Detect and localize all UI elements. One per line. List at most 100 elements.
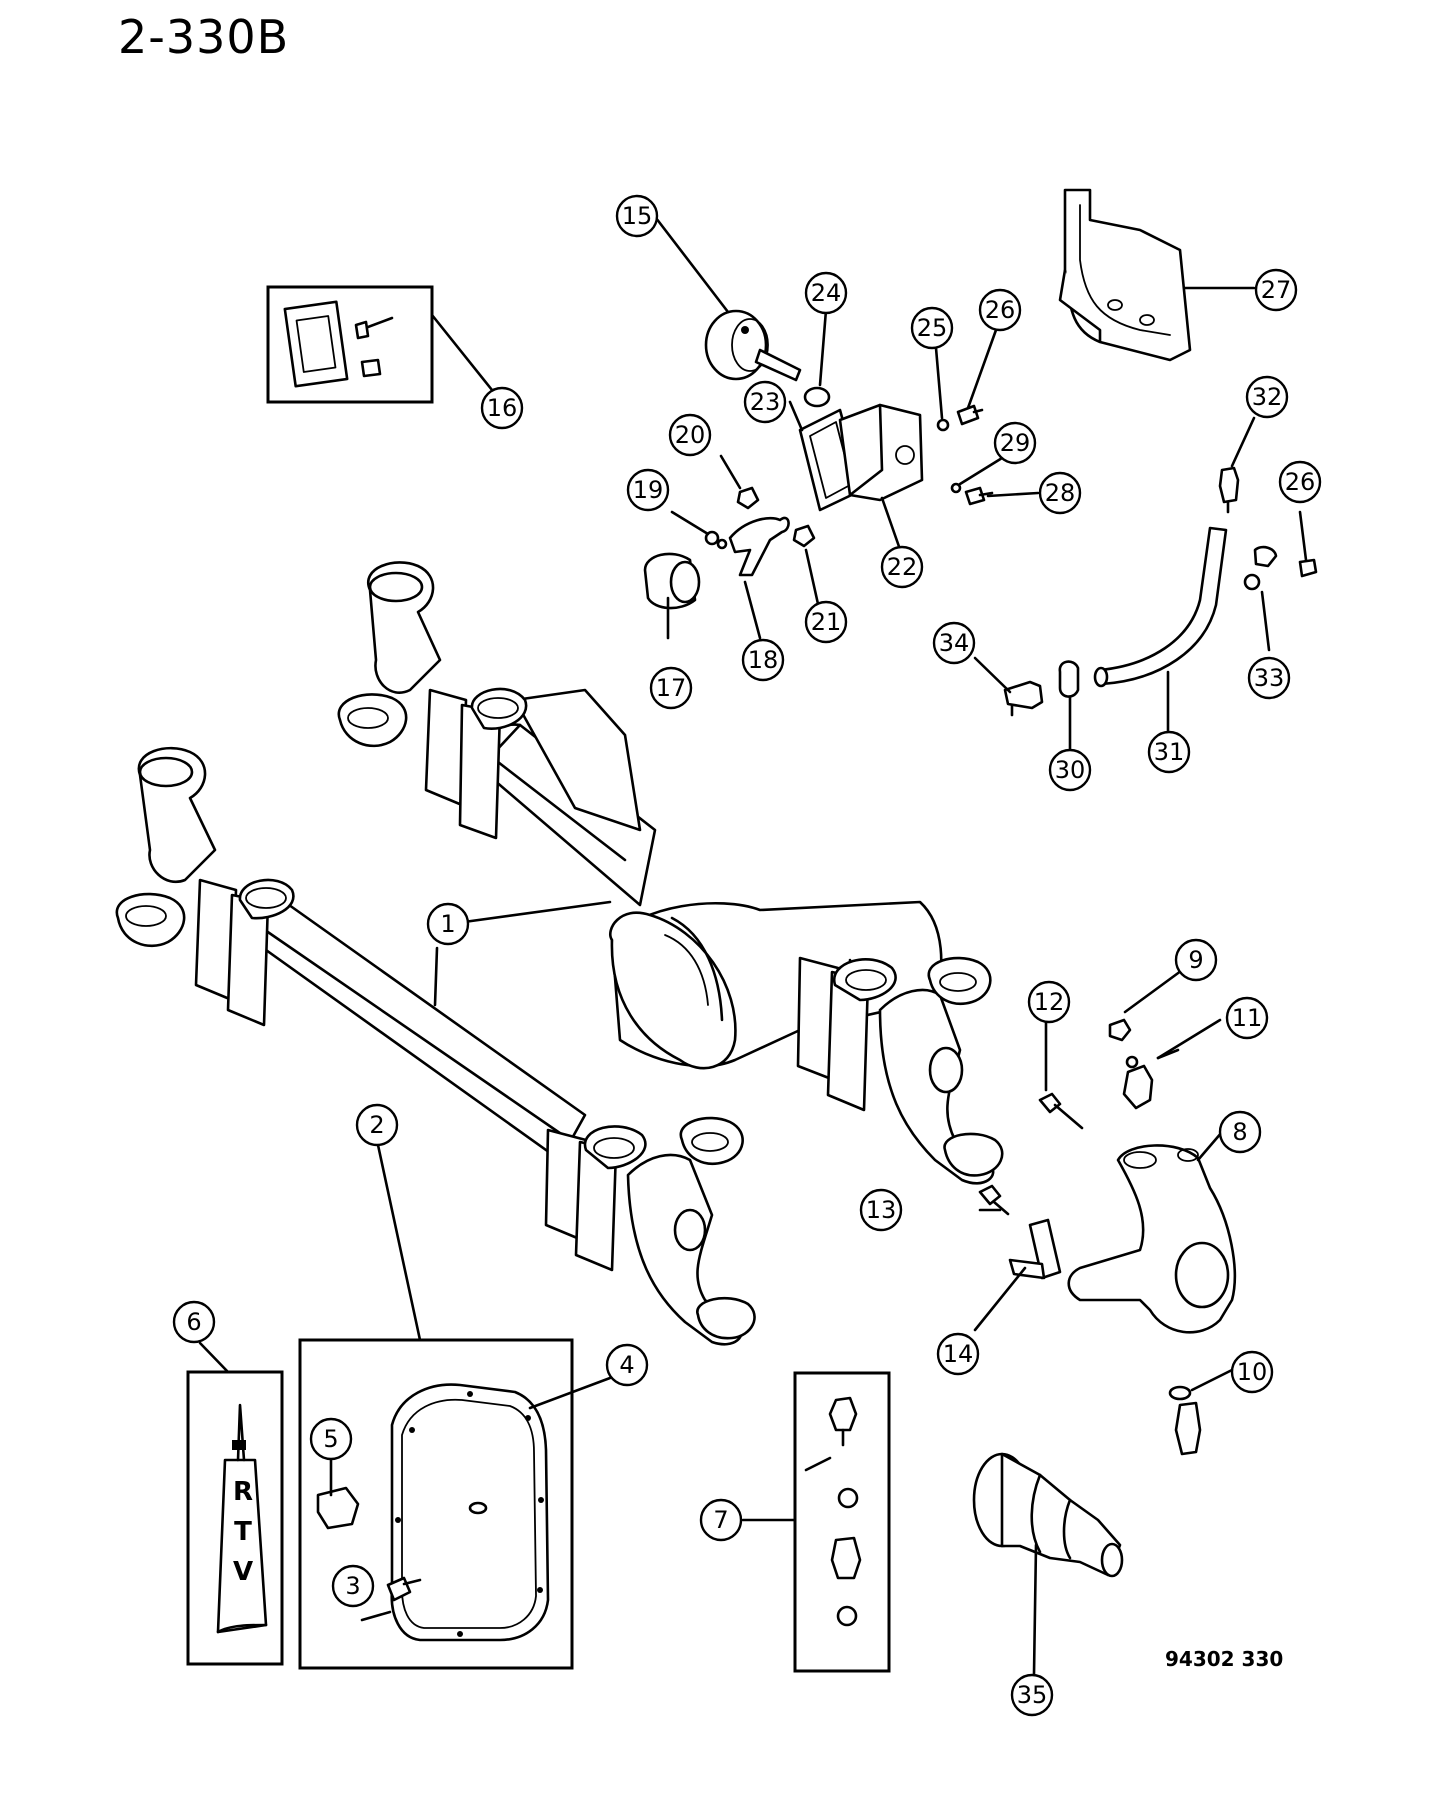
rtv-letter-t: T	[234, 1517, 252, 1547]
callout-19: 19	[626, 468, 670, 512]
callout-label: 9	[1188, 946, 1203, 974]
leader-lines	[198, 216, 1308, 1676]
part-19-clip	[704, 530, 728, 550]
part-3-cover-bolt	[386, 1576, 422, 1602]
callout-25: 25	[910, 306, 954, 350]
callout-13: 13	[859, 1188, 903, 1232]
part-32-check-valve	[1218, 466, 1240, 514]
callout-label: 24	[811, 279, 842, 307]
callout-label: 6	[186, 1308, 201, 1336]
page-code: 2-330B	[118, 10, 290, 64]
callout-label: 12	[1034, 988, 1065, 1016]
reference-code: 94302 330	[1165, 1647, 1283, 1671]
callout-label: 2	[369, 1111, 384, 1139]
callout-17: 17	[649, 666, 693, 710]
callout-26b: 26	[1278, 460, 1322, 504]
callout-label: 7	[713, 1506, 728, 1534]
callout-label: 23	[750, 388, 781, 416]
part-2-cover-kit-box	[298, 1338, 574, 1670]
callout-16: 16	[480, 386, 524, 430]
callout-9: 9	[1174, 938, 1218, 982]
callout-2: 2	[355, 1103, 399, 1147]
part-18-shift-fork	[728, 516, 790, 577]
part-22-shift-housing	[838, 403, 924, 502]
callout-label: 34	[939, 629, 970, 657]
part-11-ball-joint-upper	[1122, 1048, 1180, 1110]
callout-14: 14	[936, 1332, 980, 1376]
callout-23: 23	[743, 380, 787, 424]
callout-31: 31	[1147, 730, 1191, 774]
part-24-o-ring	[803, 386, 831, 408]
callout-label: 20	[675, 421, 706, 449]
part-26-bolt-upper	[956, 404, 984, 426]
callout-label: 11	[1232, 1004, 1263, 1032]
part-17-collar	[643, 552, 701, 610]
callout-label: 10	[1237, 1358, 1268, 1386]
callout-label: 26	[1285, 468, 1316, 496]
callout-label: 27	[1261, 276, 1292, 304]
callout-24: 24	[804, 271, 848, 315]
part-13-adjuster	[978, 1184, 1010, 1216]
part-15-vacuum-motor	[704, 309, 802, 382]
callout-label: 29	[1000, 429, 1031, 457]
callout-label: 13	[866, 1196, 897, 1224]
callout-5: 5	[309, 1417, 353, 1461]
callout-label: 1	[440, 910, 455, 938]
callout-26a: 26	[978, 288, 1022, 332]
callout-8: 8	[1218, 1110, 1262, 1154]
part-6-rtv-sealant-tube: R T V	[216, 1403, 268, 1634]
callout-11: 11	[1225, 996, 1269, 1040]
callout-35: 35	[1010, 1673, 1054, 1717]
callout-label: 30	[1055, 756, 1086, 784]
part-33-clip	[1243, 545, 1278, 591]
callout-32: 32	[1245, 375, 1289, 419]
part-21-nut	[792, 524, 816, 548]
callout-10: 10	[1230, 1350, 1274, 1394]
callout-29: 29	[993, 421, 1037, 465]
part-28-bolt	[964, 486, 994, 506]
callout-label: 8	[1232, 1118, 1247, 1146]
part-25-washer	[936, 418, 950, 432]
rtv-letter-v: V	[233, 1557, 253, 1587]
part-16-gasket-kit	[283, 300, 394, 388]
part-8-steering-knuckle	[1067, 1144, 1236, 1334]
part-34-fitting	[1003, 680, 1044, 717]
part-7-ball-joint-kit	[804, 1396, 862, 1627]
callout-label: 28	[1045, 479, 1076, 507]
callout-7: 7	[699, 1498, 743, 1542]
callout-20: 20	[668, 413, 712, 457]
callout-label: 26	[985, 296, 1016, 324]
callout-6: 6	[172, 1300, 216, 1344]
callout-label: 19	[633, 476, 664, 504]
callout-34: 34	[932, 621, 976, 665]
part-27-bracket	[1058, 188, 1192, 362]
part-16-kit-box	[266, 285, 434, 404]
part-20-nut	[736, 486, 760, 510]
part-12-bolt	[1038, 1092, 1084, 1130]
callout-28: 28	[1038, 471, 1082, 515]
callout-label: 18	[748, 646, 779, 674]
callout-1: 1	[426, 902, 470, 946]
callout-15: 15	[615, 194, 659, 238]
callout-label: 15	[622, 202, 653, 230]
callout-label: 35	[1017, 1681, 1048, 1709]
callout-30: 30	[1048, 748, 1092, 792]
callout-12: 12	[1027, 980, 1071, 1024]
part-7-ball-joint-kit-box	[793, 1371, 891, 1673]
part-35-spindle	[972, 1452, 1124, 1578]
part-6-box	[186, 1370, 284, 1666]
part-5-fill-plug	[316, 1486, 360, 1530]
rtv-letter-r: R	[233, 1477, 253, 1507]
callout-label: 5	[323, 1425, 338, 1453]
callout-label: 4	[619, 1351, 634, 1379]
callout-27: 27	[1254, 268, 1298, 312]
axle-housing	[115, 561, 1004, 1346]
callout-4: 4	[605, 1343, 649, 1387]
callout-3: 3	[331, 1564, 375, 1608]
callout-label: 16	[487, 394, 518, 422]
part-14-bracket	[1008, 1218, 1062, 1280]
callout-label: 3	[345, 1572, 360, 1600]
part-26-fitting-lower	[1298, 558, 1318, 578]
callout-21: 21	[804, 600, 848, 644]
